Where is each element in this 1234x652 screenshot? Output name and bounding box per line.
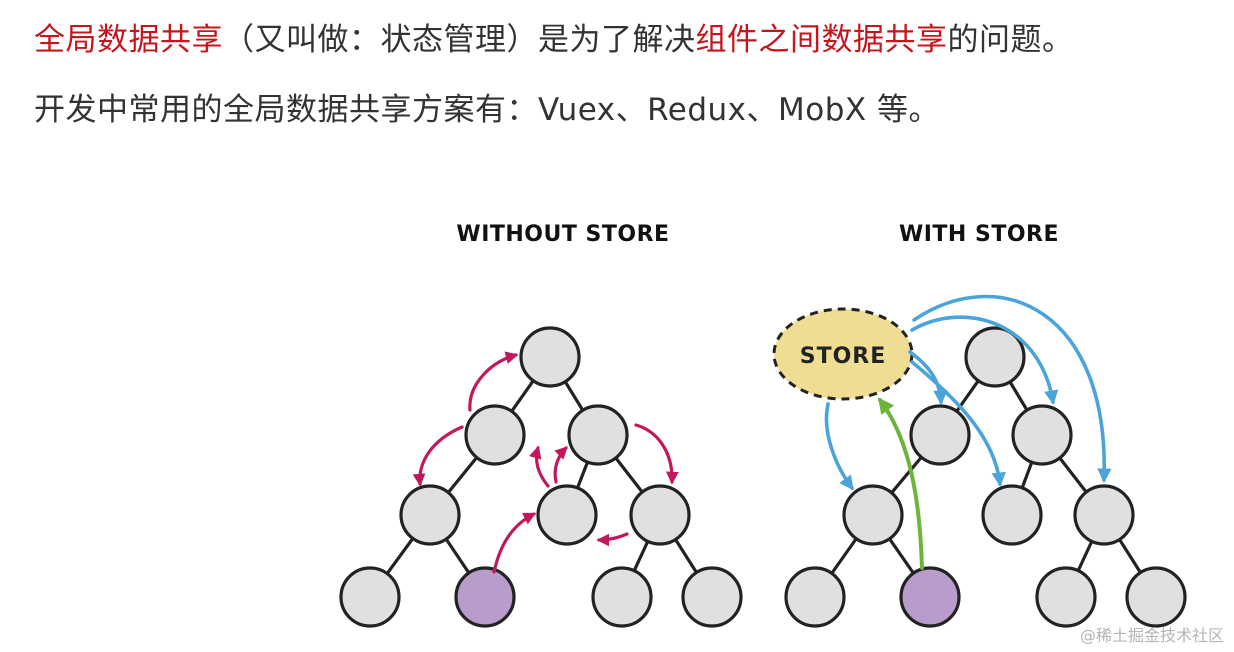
red-arrow <box>468 351 519 412</box>
tree-node <box>464 404 526 466</box>
tree-node <box>399 484 461 546</box>
blue-arrow <box>910 360 1006 487</box>
active-tree-node <box>454 566 516 628</box>
red-arrow <box>596 532 629 547</box>
green-update-arrow <box>878 397 924 570</box>
blue-arrow <box>910 315 1059 405</box>
tree-node <box>784 566 846 628</box>
with-store-title: WITH STORE <box>899 222 1059 247</box>
tree-node <box>842 484 904 546</box>
tree-node <box>1073 484 1135 546</box>
line1-tail: 的问题。 <box>947 22 1074 58</box>
store-label: STORE <box>800 344 887 369</box>
tree-node <box>591 566 653 628</box>
intro-line-1: 全局数据共享（又叫做：状态管理）是为了解决组件之间数据共享的问题。 <box>34 14 1074 59</box>
active-tree-node <box>899 566 961 628</box>
blue-arrow <box>912 294 1112 483</box>
tree-node <box>1125 566 1187 628</box>
watermark: @稀土掘金技术社区 <box>1079 626 1224 645</box>
tree-node <box>909 404 971 466</box>
term-aside: （又叫做：状态管理）是为了解决 <box>223 22 696 58</box>
tree-node <box>1035 566 1097 628</box>
term-global-data-sharing: 全局数据共享 <box>34 22 223 58</box>
tree-node <box>567 404 629 466</box>
term-component-data-sharing: 组件之间数据共享 <box>695 22 948 58</box>
tree-node <box>1011 404 1073 466</box>
blue-arrow <box>824 402 854 491</box>
red-arrow <box>492 512 537 574</box>
intro-line-2: 开发中常用的全局数据共享方案有：Vuex、Redux、MobX 等。 <box>34 92 940 128</box>
without-store-title: WITHOUT STORE <box>456 222 669 247</box>
blue-arrow <box>908 350 948 405</box>
red-arrow <box>412 425 464 487</box>
tree-node <box>981 484 1043 546</box>
tree-node <box>629 484 691 546</box>
tree-node <box>681 566 743 628</box>
tree-node <box>519 326 581 388</box>
without-store-tree <box>339 326 743 628</box>
tree-node <box>339 566 401 628</box>
store-blob: STORE <box>772 307 914 401</box>
red-arrow <box>553 446 568 484</box>
red-arrow <box>529 445 550 488</box>
component-to-component-arrows <box>412 351 679 574</box>
red-arrow <box>634 423 679 485</box>
with-store-tree <box>784 326 1187 628</box>
tree-node <box>536 484 598 546</box>
store-to-component-arrows <box>824 294 1112 491</box>
tree-node <box>964 326 1026 388</box>
